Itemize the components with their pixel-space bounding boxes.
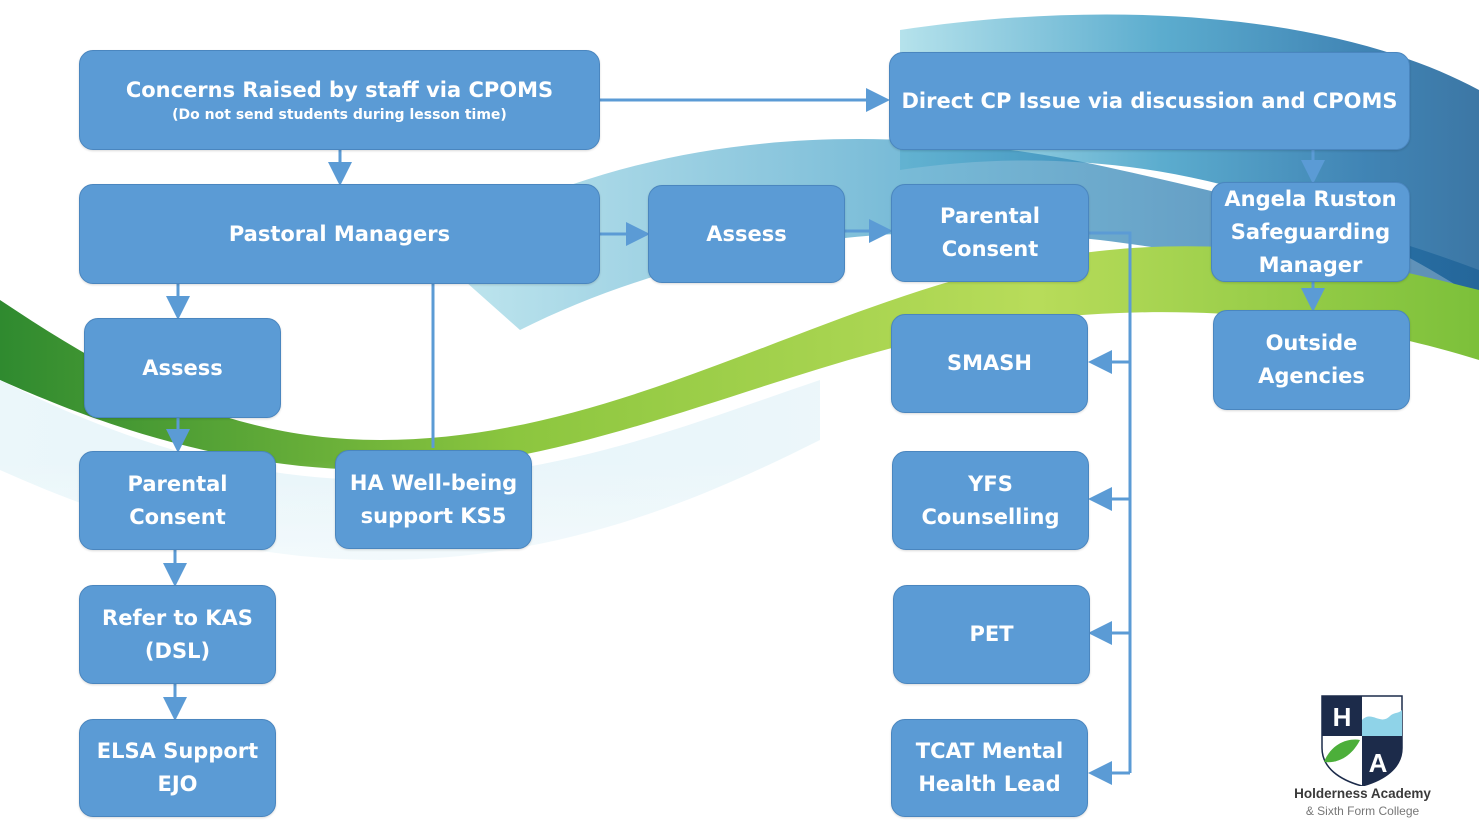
parental-consent-right-line1: Parental <box>940 204 1040 228</box>
yfs-line2: Counselling <box>921 504 1060 529</box>
concerns-note: (Do not send students during lesson time… <box>172 107 507 123</box>
parental-consent-left-line2: Consent <box>129 504 226 529</box>
logo-subtitle: & Sixth Form College <box>1305 804 1420 818</box>
yfs-counselling-box: YFS Counselling <box>892 451 1089 550</box>
outside-line2: Agencies <box>1258 364 1365 388</box>
pet-label: PET <box>969 622 1014 646</box>
assess-left-label: Assess <box>142 355 223 380</box>
parental-consent-left-line1: Parental <box>127 471 228 496</box>
tcat-line2: Health Lead <box>918 772 1061 796</box>
parental-consent-left-box: Parental Consent <box>79 451 276 550</box>
outside-agencies-box: Outside Agencies <box>1213 310 1410 410</box>
ha-wellbeing-box: HA Well-being support KS5 <box>335 450 532 549</box>
refer-kas-line1: Refer to KAS <box>102 605 253 630</box>
concerns-raised-box: Concerns Raised by staff via CPOMS (Do n… <box>79 50 600 150</box>
refer-kas-line2: (DSL) <box>144 638 211 663</box>
yfs-line1: YFS <box>968 471 1013 496</box>
academy-crest-icon: H A <box>1321 695 1403 787</box>
parental-consent-right-line2: Consent <box>941 237 1039 261</box>
refer-kas-box: Refer to KAS (DSL) <box>79 585 276 684</box>
pastoral-managers-label: Pastoral Managers <box>228 221 451 246</box>
ha-wellbeing-line2: support KS5 <box>360 503 507 528</box>
assess-middle-box: Assess <box>648 185 845 283</box>
elsa-line1: ELSA Support <box>96 739 259 763</box>
angela-ruston-box: Angela Ruston Safeguarding Manager <box>1211 182 1410 282</box>
ha-wellbeing-line1: HA Well-being <box>349 470 518 495</box>
direct-cp-label: Direct CP Issue via discussion and CPOMS <box>901 88 1398 113</box>
logo-letter-h: H <box>1333 702 1352 732</box>
tcat-mental-health-box: TCAT Mental Health Lead <box>891 719 1088 817</box>
tcat-line1: TCAT Mental <box>915 739 1064 763</box>
assess-middle-label: Assess <box>706 221 787 246</box>
parental-consent-right-box: Parental Consent <box>891 184 1089 282</box>
angela-line1: Angela Ruston <box>1224 186 1397 211</box>
logo-letter-a: A <box>1369 748 1388 778</box>
elsa-support-box: ELSA Support EJO <box>79 719 276 817</box>
concerns-title: Concerns Raised by staff via CPOMS <box>125 78 554 102</box>
angela-line3: Manager <box>1258 252 1363 277</box>
holderness-academy-logo: H A Holderness Academy & Sixth Form Coll… <box>1280 690 1445 820</box>
direct-cp-box: Direct CP Issue via discussion and CPOMS <box>889 52 1410 150</box>
outside-line1: Outside <box>1265 331 1358 355</box>
assess-left-box: Assess <box>84 318 281 418</box>
angela-line2: Safeguarding <box>1230 219 1391 244</box>
pastoral-managers-box: Pastoral Managers <box>79 184 600 284</box>
smash-label: SMASH <box>947 351 1032 375</box>
smash-box: SMASH <box>891 314 1088 413</box>
elsa-line2: EJO <box>157 772 198 796</box>
pet-box: PET <box>893 585 1090 684</box>
logo-name: Holderness Academy <box>1294 786 1431 801</box>
